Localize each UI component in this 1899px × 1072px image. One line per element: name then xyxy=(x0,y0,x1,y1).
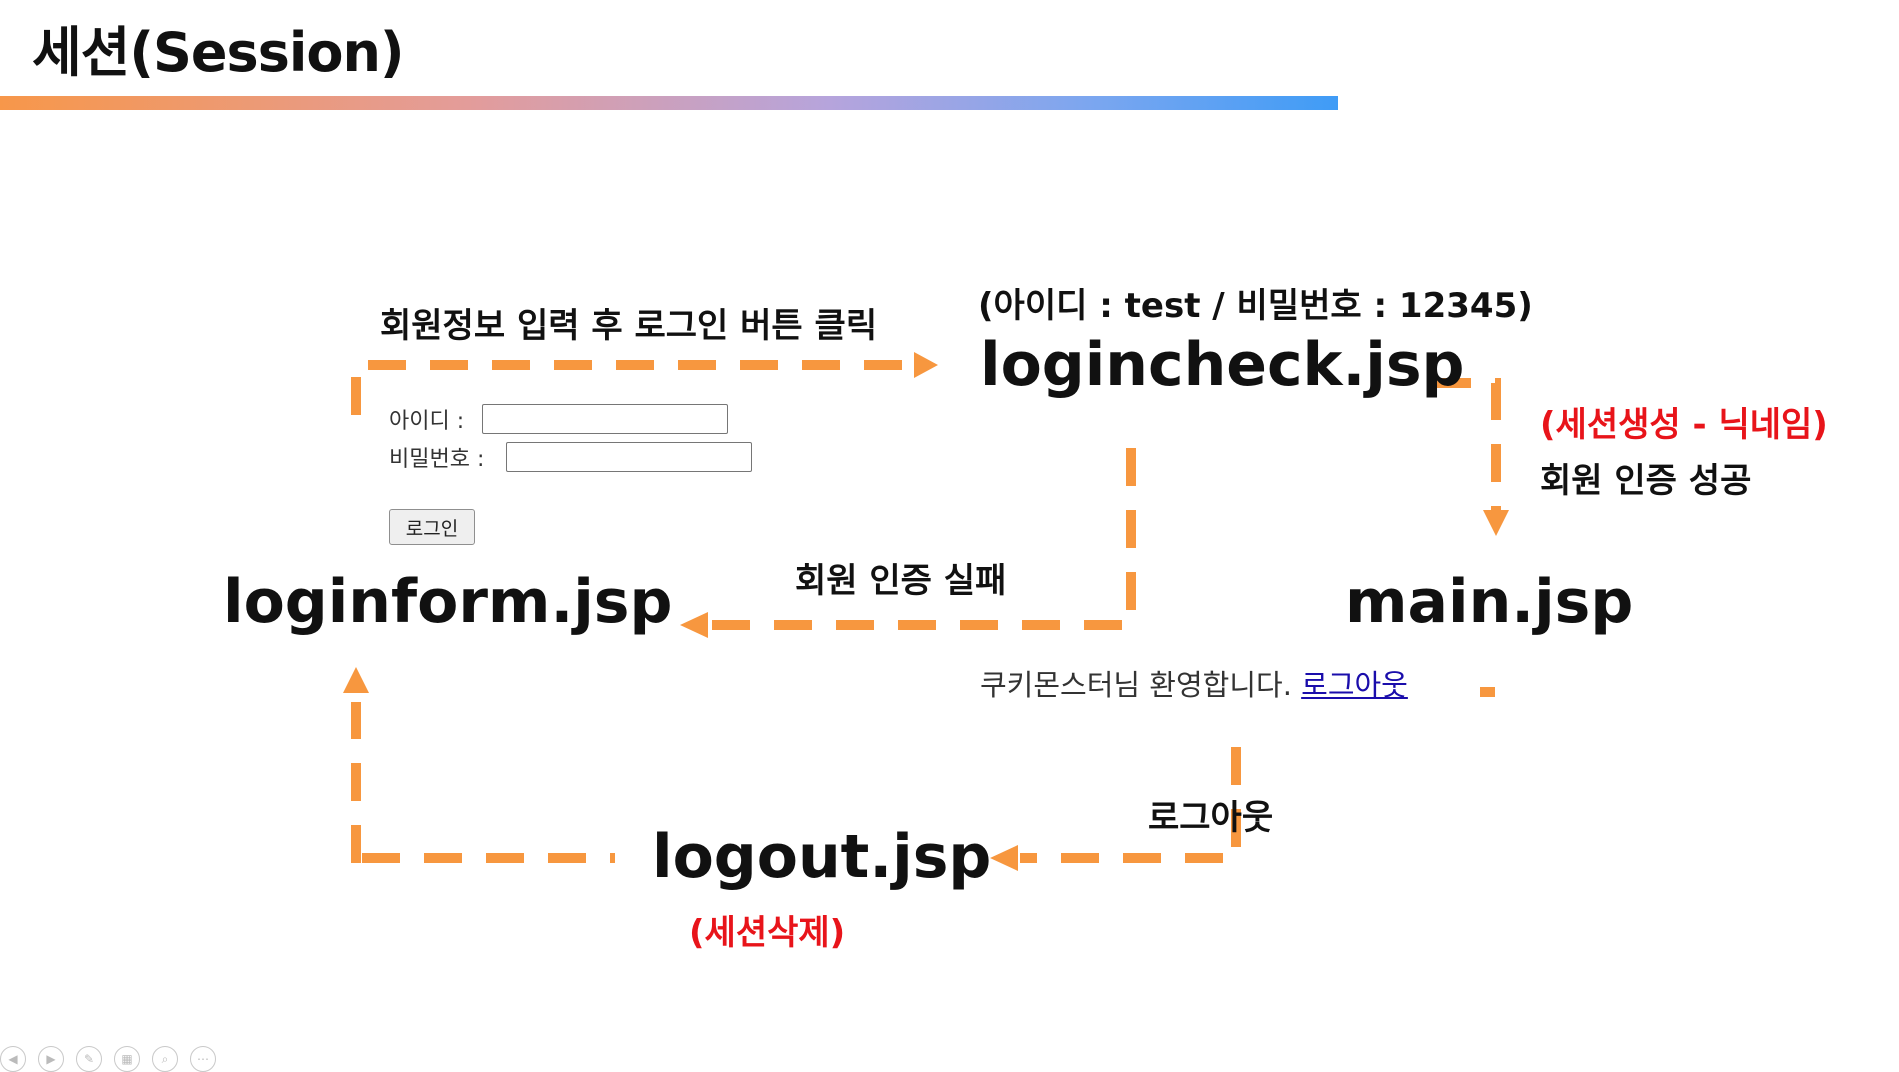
id-label: 아이디 : xyxy=(389,409,465,434)
node-main: main.jsp xyxy=(1345,567,1634,637)
arrowhead-up xyxy=(343,667,369,693)
welcome-text: 쿠키몬스터님 환영합니다. xyxy=(980,668,1292,702)
logout-flow-note: 로그아웃 xyxy=(1148,798,1274,838)
more-icon[interactable]: ⋯ xyxy=(190,1046,216,1072)
node-logincheck: logincheck.jsp xyxy=(980,330,1465,400)
title-gradient-bar xyxy=(0,96,1338,110)
arrow-form-to-check xyxy=(351,360,915,415)
arrow-logout-to-form xyxy=(351,702,615,863)
prev-icon[interactable]: ◀ xyxy=(0,1046,26,1072)
password-input[interactable] xyxy=(506,442,752,472)
submit-flow-note: 회원정보 입력 후 로그인 버튼 클릭 xyxy=(380,306,878,346)
login-button[interactable]: 로그인 xyxy=(389,509,475,545)
node-loginform: loginform.jsp xyxy=(223,567,673,637)
session-delete-note: (세션삭제) xyxy=(689,913,846,953)
credentials-note: (아이디 : test / 비밀번호 : 12345) xyxy=(978,286,1533,326)
slides-icon[interactable]: ▦ xyxy=(114,1046,140,1072)
arrowhead-down xyxy=(1483,510,1509,536)
arrowhead-left-fail xyxy=(680,612,708,638)
node-logout: logout.jsp xyxy=(652,822,992,892)
arrow-main-to-logout xyxy=(1020,687,1495,863)
session-create-note: (세션생성 - 닉네임) xyxy=(1540,405,1828,445)
arrow-check-to-form xyxy=(710,448,1136,630)
logout-link[interactable]: 로그아웃 xyxy=(1301,668,1408,702)
arrow-check-to-main xyxy=(1433,378,1501,510)
slide-title: 세션(Session) xyxy=(32,21,405,84)
auth-fail-note: 회원 인증 실패 xyxy=(795,561,1007,601)
arrowhead-right xyxy=(914,352,938,378)
arrowhead-left-logout xyxy=(990,845,1018,871)
next-icon[interactable]: ▶ xyxy=(38,1046,64,1072)
id-input[interactable] xyxy=(482,404,728,434)
pen-icon[interactable]: ✎ xyxy=(76,1046,102,1072)
slide-controls: ◀ ▶ ✎ ▦ ⌕ ⋯ xyxy=(0,1046,216,1072)
zoom-icon[interactable]: ⌕ xyxy=(152,1046,178,1072)
password-label: 비밀번호 : xyxy=(389,447,485,472)
welcome-row: 쿠키몬스터님 환영합니다. 로그아웃 xyxy=(980,662,1408,704)
auth-success-note: 회원 인증 성공 xyxy=(1540,461,1752,501)
